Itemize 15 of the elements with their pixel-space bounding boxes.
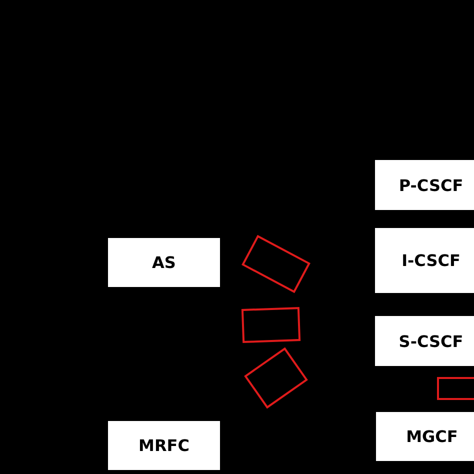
process-box <box>108 421 220 470</box>
empty-box <box>241 307 301 343</box>
empty-box <box>244 347 308 409</box>
node-label: MRFC <box>138 436 190 455</box>
process-box <box>375 316 474 366</box>
node-label: I-CSCF <box>402 251 460 270</box>
node-label: MGCF <box>406 427 458 446</box>
empty-box <box>242 234 310 294</box>
process-box <box>108 238 220 287</box>
node-label: S-CSCF <box>398 332 464 350</box>
node-label: P-CSCF <box>398 176 464 194</box>
process-box <box>375 228 474 293</box>
node-label: AS <box>152 253 176 272</box>
process-box <box>376 412 474 461</box>
process-box <box>375 160 474 210</box>
